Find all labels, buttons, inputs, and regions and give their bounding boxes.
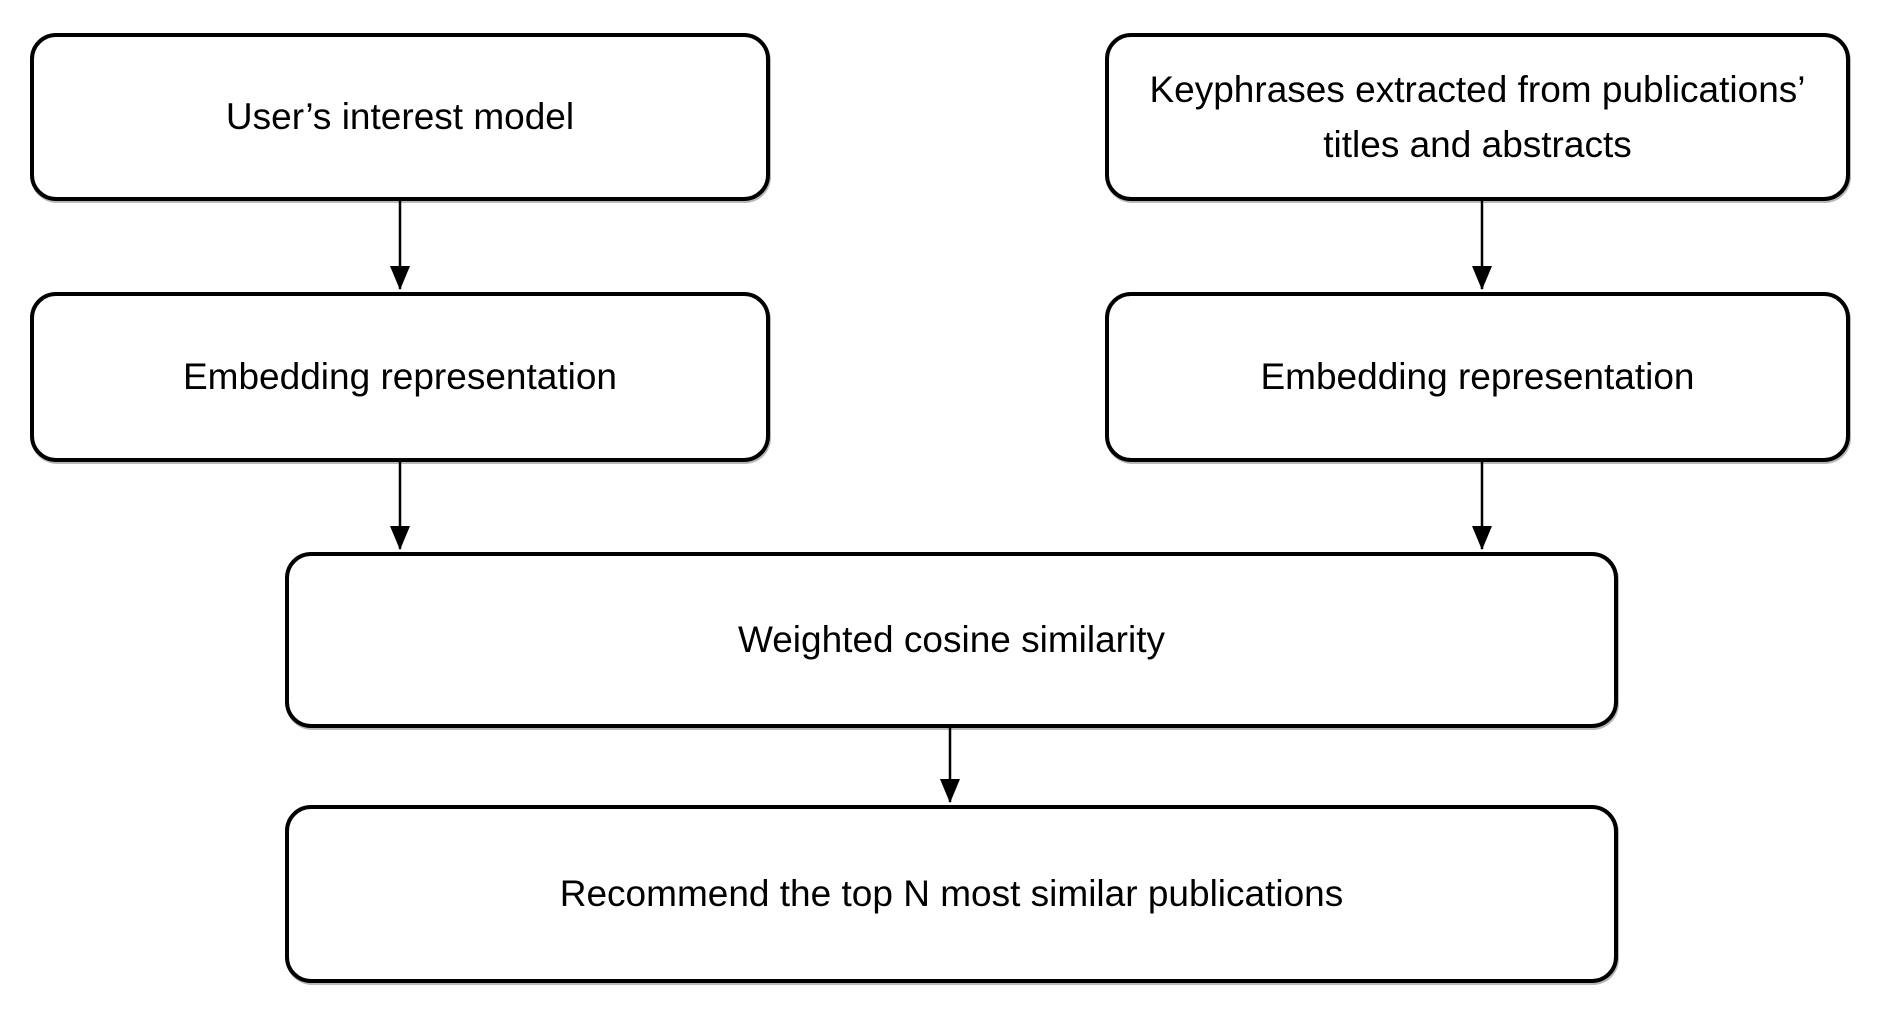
- node-embedding-representation-left: Embedding representation: [30, 292, 770, 462]
- node-weighted-cosine-similarity-label: Weighted cosine similarity: [737, 619, 1166, 661]
- node-user-interest-model: User’s interest model: [30, 33, 770, 201]
- node-embedding-representation-right-label: Embedding representation: [1260, 356, 1695, 398]
- node-recommend-top-n-label: Recommend the top N most similar publica…: [559, 873, 1344, 915]
- node-recommend-top-n: Recommend the top N most similar publica…: [285, 805, 1618, 983]
- node-keyphrases-extracted: Keyphrases extracted from publications’ …: [1105, 33, 1850, 201]
- node-embedding-representation-left-label: Embedding representation: [182, 356, 617, 398]
- node-embedding-representation-right: Embedding representation: [1105, 292, 1850, 462]
- node-user-interest-model-label: User’s interest model: [225, 96, 575, 138]
- node-keyphrases-extracted-label: Keyphrases extracted from publications’ …: [1149, 68, 1806, 166]
- node-weighted-cosine-similarity: Weighted cosine similarity: [285, 552, 1618, 728]
